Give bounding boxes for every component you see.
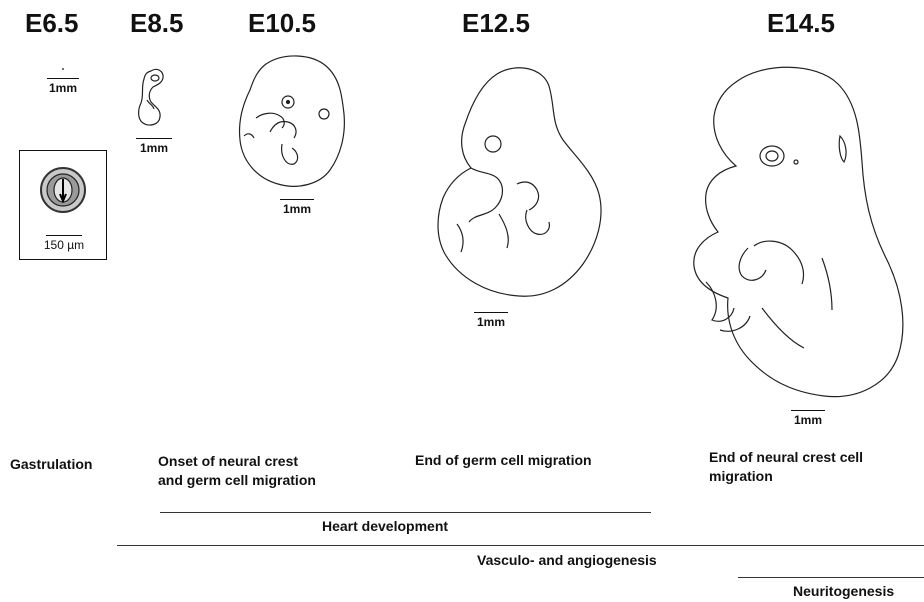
e8-5-embryo-drawing <box>135 65 171 131</box>
vasculogenesis-label: Vasculo- and angiogenesis <box>477 552 657 568</box>
event-end-germ-cell-migration: End of germ cell migration <box>415 451 592 470</box>
scale-bar-e14-5: 1mm <box>787 410 829 427</box>
scale-bar-inset: 150 µm <box>41 235 87 252</box>
e10-5-embryo-drawing <box>236 52 352 192</box>
neuritogenesis-label: Neuritogenesis <box>793 583 894 599</box>
vasculogenesis-line <box>117 545 924 546</box>
scale-bar-e6-5: 1mm <box>44 78 82 95</box>
stage-label-e12-5: E12.5 <box>462 8 530 39</box>
event-end-neural-crest-migration: End of neural crest cell migration <box>709 448 863 486</box>
e12-5-embryo-drawing <box>437 64 605 300</box>
e6-5-magnified-inset: 150 µm <box>19 150 107 260</box>
event-onset-neural-crest: Onset of neural crest and germ cell migr… <box>158 452 316 490</box>
stage-label-e10-5: E10.5 <box>248 8 316 39</box>
stage-label-e6-5: E6.5 <box>25 8 79 39</box>
stage-label-e14-5: E14.5 <box>767 8 835 39</box>
scale-bar-e12-5: 1mm <box>470 312 512 329</box>
scale-bar-e8-5: 1mm <box>133 138 175 155</box>
e14-5-embryo-drawing <box>692 62 914 402</box>
e6-5-embryo-dot <box>62 68 64 70</box>
heart-development-line <box>160 512 651 513</box>
scale-bar-e10-5: 1mm <box>276 199 318 216</box>
stage-label-e8-5: E8.5 <box>130 8 184 39</box>
e6-5-cross-section <box>39 165 87 215</box>
event-gastrulation: Gastrulation <box>10 455 92 474</box>
neuritogenesis-line <box>738 577 924 578</box>
heart-development-label: Heart development <box>322 518 448 534</box>
